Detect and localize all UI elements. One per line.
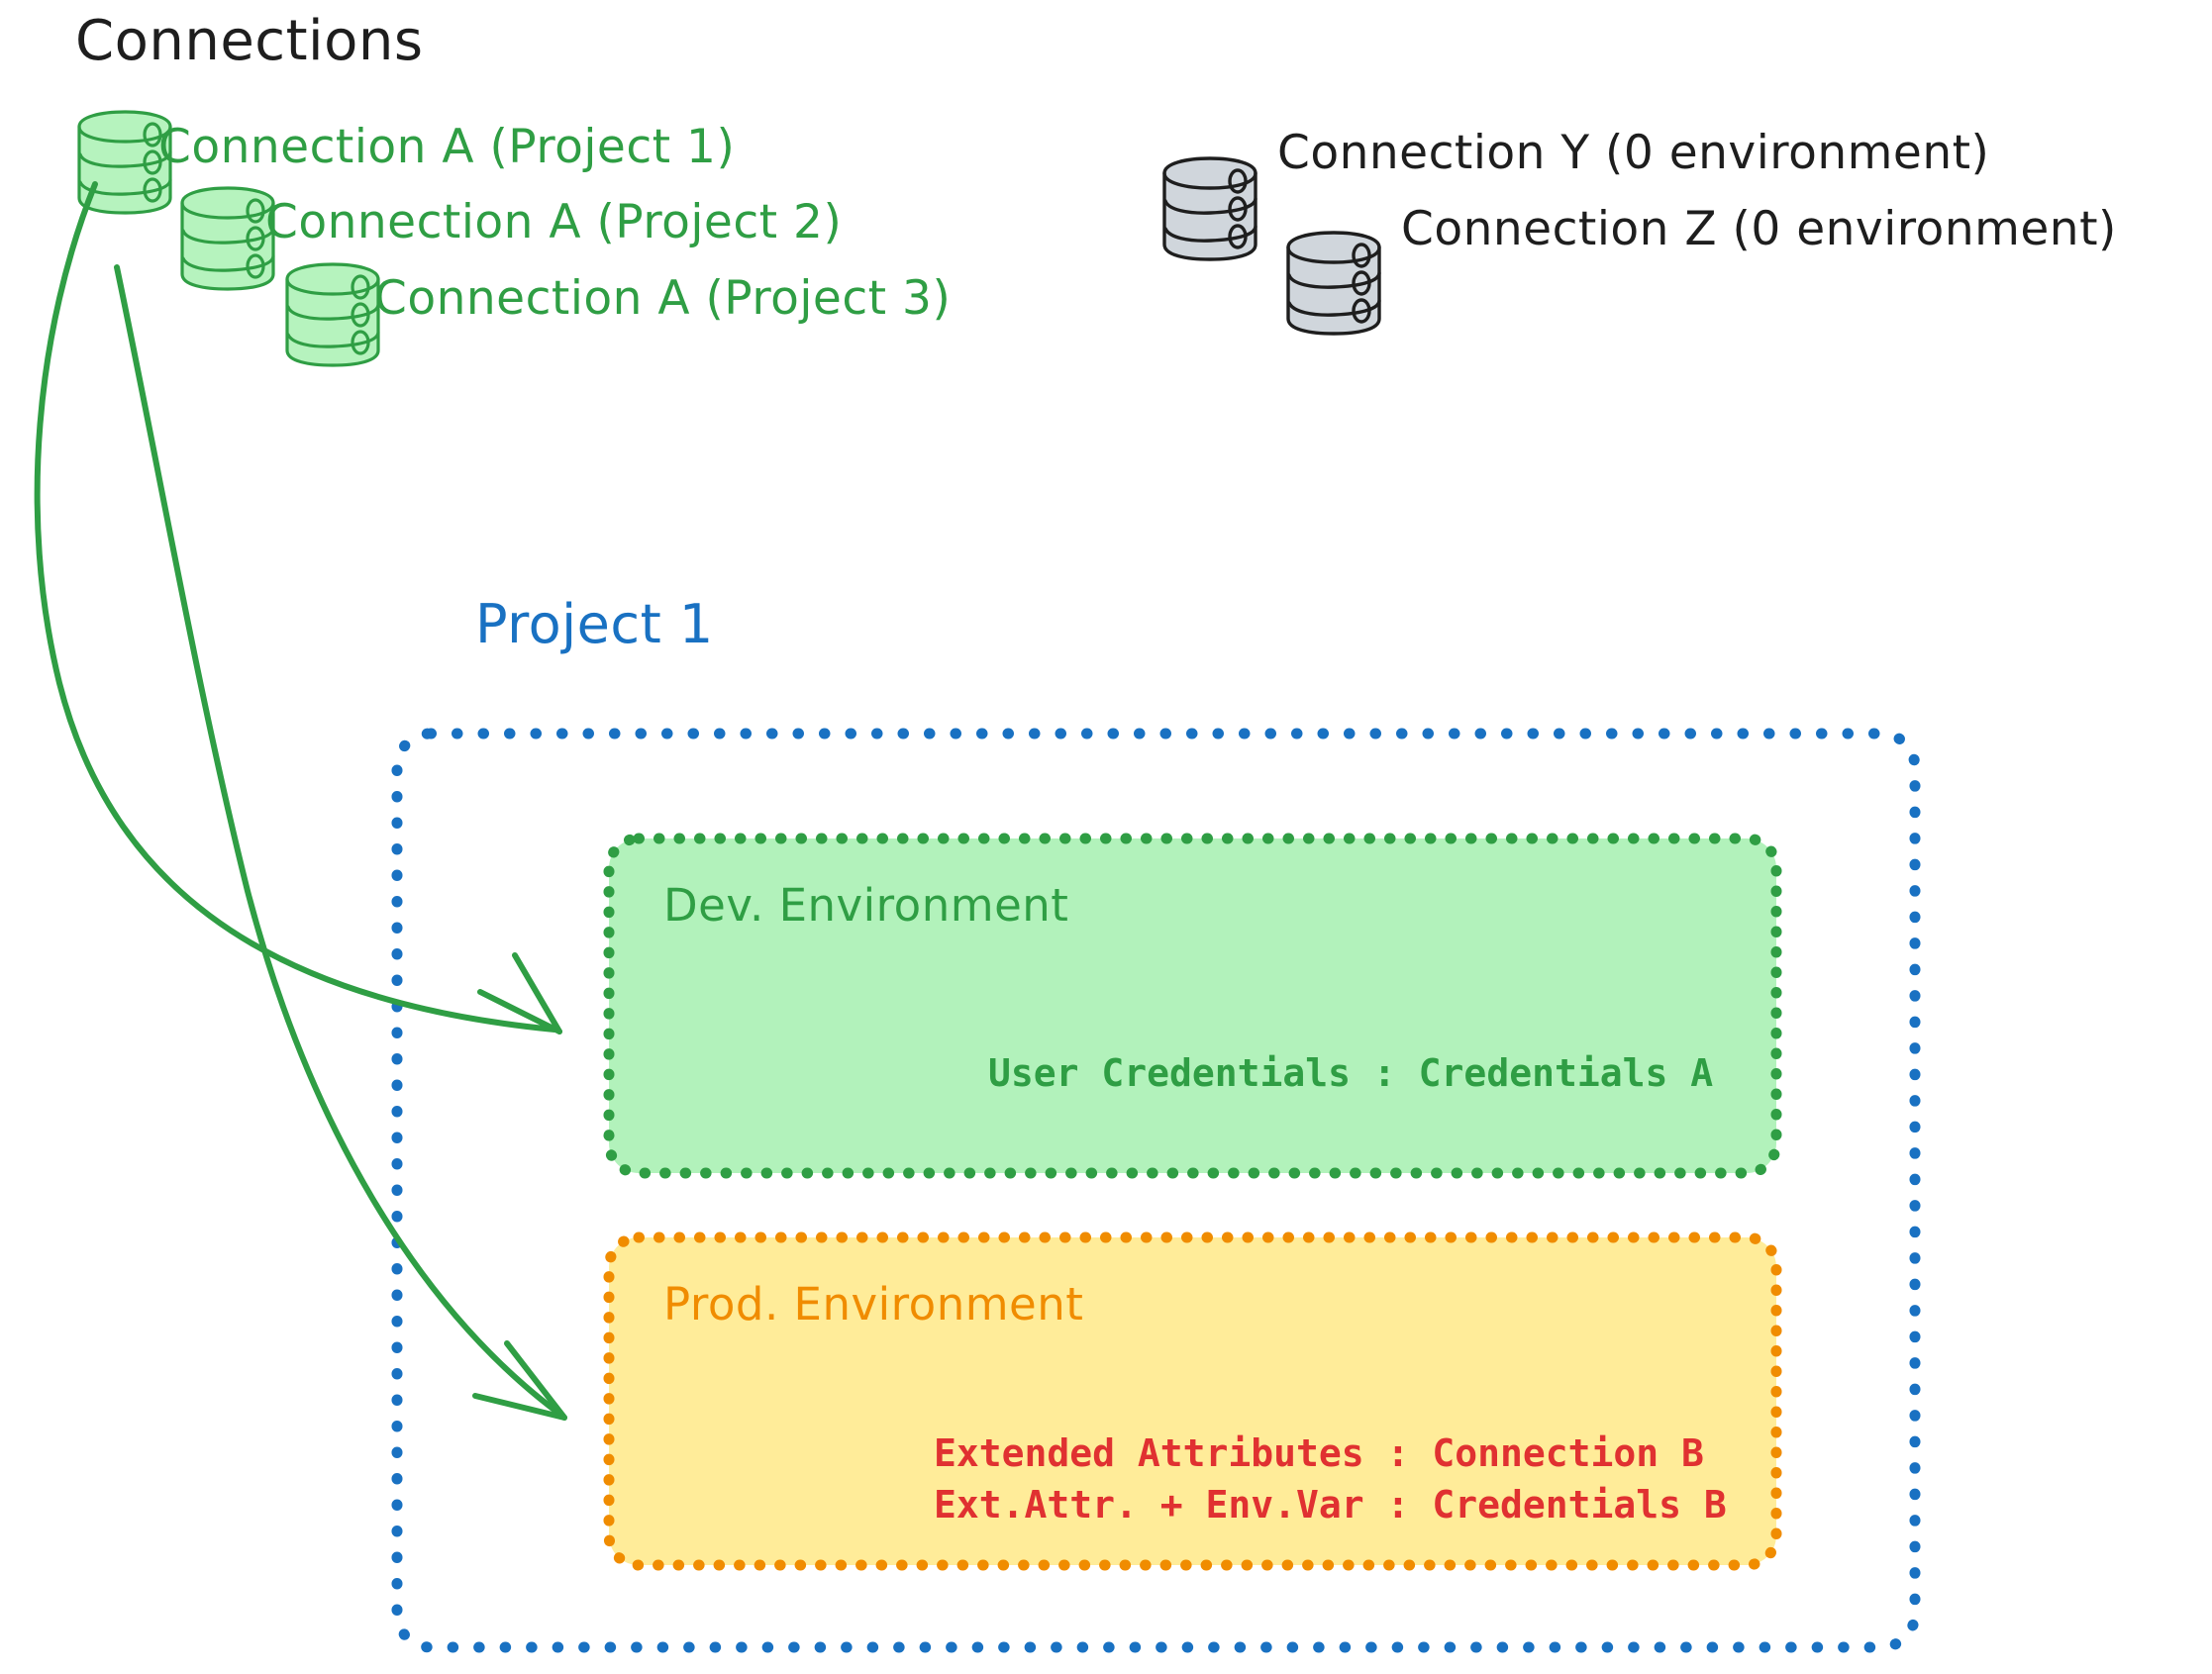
dev-environment-title: Dev. Environment	[663, 879, 1069, 932]
database-icon-connection-z[interactable]	[1280, 228, 1389, 339]
page-title: Connections	[75, 9, 424, 73]
connection-label-a-project-3: Connection A (Project 3)	[374, 271, 952, 326]
connection-label-a-project-1: Connection A (Project 1)	[158, 120, 736, 174]
project-title: Project 1	[475, 593, 714, 655]
connection-label-y: Connection Y (0 environment)	[1277, 126, 1990, 180]
connection-label-a-project-2: Connection A (Project 2)	[265, 195, 843, 249]
dev-environment-line-1: User Credentials : Credentials A	[988, 1051, 1714, 1095]
database-icon-connection-y[interactable]	[1156, 153, 1265, 264]
connection-label-z: Connection Z (0 environment)	[1401, 202, 2117, 256]
prod-environment-title: Prod. Environment	[663, 1278, 1084, 1330]
dev-environment-box[interactable]: Dev. Environment User Credentials : Cred…	[602, 832, 1783, 1180]
dev-environment-border	[603, 833, 1782, 1179]
database-icon-connection-a-project-3[interactable]	[279, 259, 388, 370]
prod-environment-border	[603, 1231, 1782, 1571]
prod-environment-line-1: Extended Attributes : Connection B	[934, 1431, 1704, 1475]
prod-environment-line-2: Ext.Attr. + Env.Var : Credentials B	[934, 1483, 1727, 1526]
prod-environment-box[interactable]: Prod. Environment Extended Attributes : …	[602, 1231, 1783, 1572]
